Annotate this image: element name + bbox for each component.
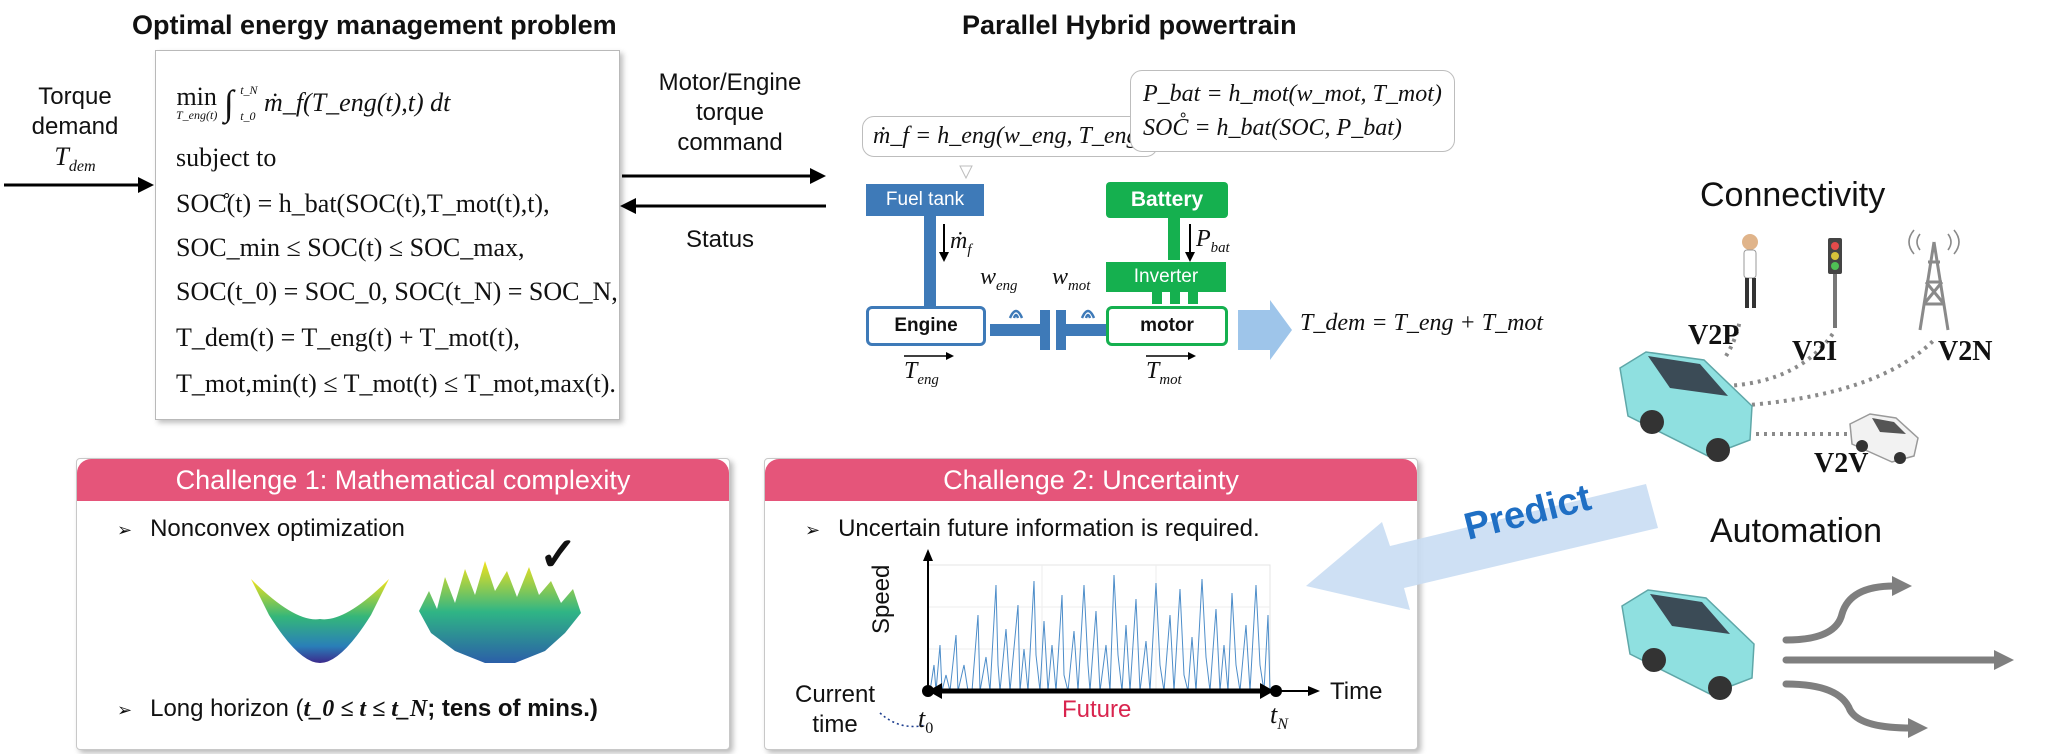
weng-label: weng bbox=[980, 264, 1018, 294]
pbat-flow-label: Pbat bbox=[1196, 226, 1230, 256]
torque-demand-line1: Torque bbox=[38, 83, 112, 110]
current-time-label: Current time bbox=[794, 681, 876, 738]
command-line3: command bbox=[677, 129, 783, 156]
constraint-motor-torque: T_mot,min(t) ≤ T_mot(t) ≤ T_mot,max(t). bbox=[176, 369, 616, 398]
connectivity-title: Connectivity bbox=[1700, 176, 1886, 214]
command-line1: Motor/Engine bbox=[658, 69, 802, 96]
nonconvex-surface-icon bbox=[419, 561, 581, 663]
command-label: Motor/Engine torque command bbox=[630, 68, 830, 158]
problem-title: Optimal energy management problem bbox=[132, 10, 617, 40]
speed-profile-plot bbox=[879, 549, 1320, 728]
challenge1-header: Challenge 1: Mathematical complexity bbox=[77, 459, 729, 501]
objective-line: min T_eng(t) ∫ t_N t_0 ṁ_f(T_eng(t),t) d… bbox=[176, 82, 451, 123]
car-icon bbox=[1619, 351, 1753, 462]
bullet-arrow-icon: ➢ bbox=[805, 520, 821, 540]
v2n-label: V2N bbox=[1938, 336, 1993, 367]
engine-block: Engine bbox=[866, 306, 986, 346]
status-arrow-icon bbox=[620, 198, 826, 214]
speed-trace bbox=[929, 574, 1271, 692]
car-icon bbox=[1621, 589, 1755, 700]
fuel-tank-block: Fuel tank bbox=[866, 184, 984, 216]
traffic-light-icon bbox=[1828, 238, 1842, 328]
v2p-label: V2P bbox=[1688, 320, 1740, 351]
time-axis-label: Time bbox=[1330, 678, 1383, 705]
v2v-label: V2V bbox=[1814, 448, 1869, 479]
constraint-soc-dynamics: SOC̊(t) = h_bat(SOC(t),T_mot(t),t), bbox=[176, 189, 550, 218]
torque-demand-label: Torque demand Tdem bbox=[20, 82, 130, 182]
speed-axis-label: Speed bbox=[868, 564, 895, 634]
connectivity-illustration bbox=[1619, 229, 1960, 464]
equation-box: min T_eng(t) ∫ t_N t_0 ṁ_f(T_eng(t),t) d… bbox=[155, 50, 620, 420]
inverter-block: Inverter bbox=[1106, 262, 1226, 292]
torque-demand-line2: demand bbox=[31, 113, 119, 140]
predict-arrow-icon bbox=[1306, 484, 1658, 610]
wmot-label: wmot bbox=[1052, 264, 1091, 294]
t0-label: t0 bbox=[918, 704, 934, 738]
teng-label: Teng bbox=[904, 358, 939, 388]
checkmark-icon: ✓ bbox=[539, 528, 578, 580]
v2i-label: V2I bbox=[1792, 336, 1838, 367]
bullet-arrow-icon: ➢ bbox=[117, 520, 133, 540]
pedestrian-icon bbox=[1742, 234, 1758, 308]
constraint-torque-balance: T_dem(t) = T_eng(t) + T_mot(t), bbox=[176, 323, 520, 352]
challenge1-bullet1: ➢Nonconvex optimization bbox=[117, 515, 405, 542]
engine-map-callout: ṁ_f = h_eng(w_eng, T_eng) bbox=[862, 116, 1158, 157]
status-label: Status bbox=[686, 226, 755, 253]
powertrain-title: Parallel Hybrid powertrain bbox=[962, 10, 1297, 40]
constraint-soc-boundary: SOC(t_0) = SOC_0, SOC(t_N) = SOC_N, bbox=[176, 277, 618, 306]
convex-surface-icon bbox=[251, 579, 389, 663]
mf-flow-label: ṁf bbox=[950, 228, 972, 258]
motor-block: motor bbox=[1106, 306, 1228, 346]
command-line2: torque bbox=[695, 99, 765, 126]
subject-to-line: subject to bbox=[176, 143, 277, 172]
car-icon bbox=[1849, 413, 1919, 464]
automation-title: Automation bbox=[1710, 512, 1882, 550]
challenge1-card: Challenge 1: Mathematical complexity ➢No… bbox=[76, 458, 730, 750]
future-label: Future bbox=[1062, 696, 1132, 723]
automation-illustration bbox=[1621, 576, 2014, 738]
challenge2-bullet1: ➢Uncertain future information is require… bbox=[805, 515, 1260, 542]
torque-output-equation: T_dem = T_eng + T_mot bbox=[1300, 310, 1544, 336]
battery-block: Battery bbox=[1106, 182, 1228, 218]
battery-map-callout: P_bat = h_mot(w_mot, T_mot) SOC̊ = h_bat… bbox=[1130, 70, 1455, 152]
challenge2-header: Challenge 2: Uncertainty bbox=[765, 459, 1417, 501]
tmot-label: Tmot bbox=[1146, 358, 1182, 388]
challenge1-bullet2: ➢Long horizon (t_0 ≤ t ≤ t_N; tens of mi… bbox=[117, 695, 598, 722]
tdem-symbol: Tdem bbox=[54, 142, 96, 176]
command-arrow-icon bbox=[622, 168, 826, 184]
torque-arrow-icon bbox=[4, 177, 154, 193]
bullet-arrow-icon: ➢ bbox=[117, 700, 133, 720]
wave-coupling-icon bbox=[1080, 309, 1096, 319]
cell-tower-icon bbox=[1908, 229, 1960, 331]
tN-label: tN bbox=[1270, 700, 1288, 734]
powertrain-diagram bbox=[904, 165, 1292, 360]
wave-coupling-icon bbox=[1008, 309, 1024, 319]
constraint-soc-bounds: SOC_min ≤ SOC(t) ≤ SOC_max, bbox=[176, 233, 525, 262]
